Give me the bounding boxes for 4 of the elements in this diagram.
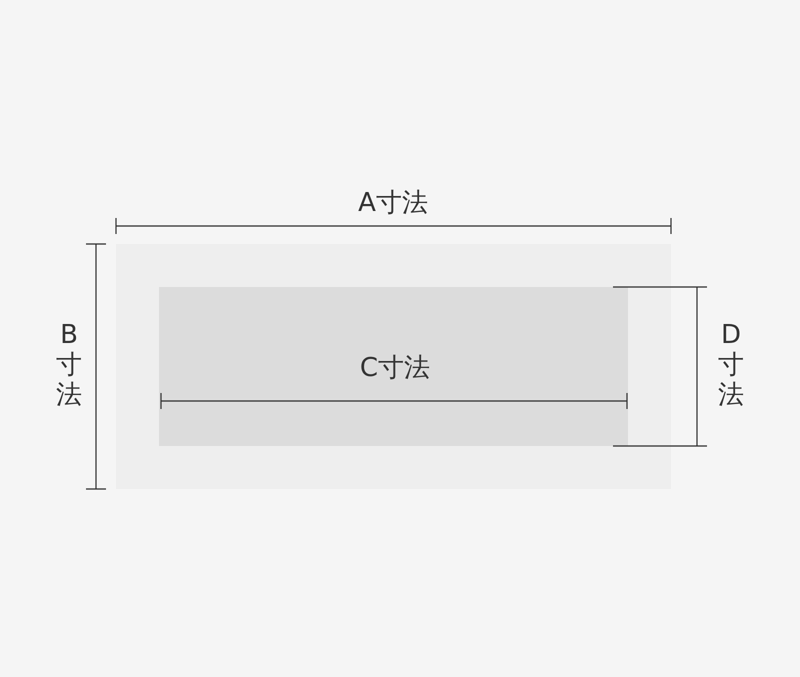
dimension-label: C寸法	[360, 355, 430, 381]
dimension-label: B寸法	[55, 321, 83, 411]
dimension-label: D寸法	[717, 321, 745, 411]
dimension-label: A寸法	[358, 190, 428, 216]
